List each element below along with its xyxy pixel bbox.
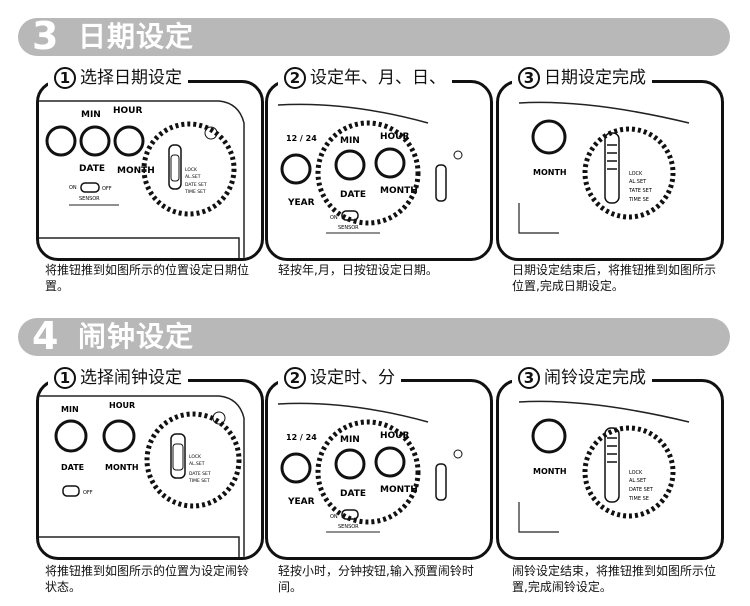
- date-set-label: DATE SET: [185, 182, 207, 188]
- date-label: DATE: [61, 463, 84, 472]
- date-set-label: DATE SET: [189, 471, 211, 477]
- step-heading: 2 设定年、月、日、: [278, 64, 452, 92]
- step-heading: 3 闹铃设定完成: [512, 364, 652, 392]
- step-heading: 1 选择日期设定: [48, 64, 188, 92]
- lock-label: LOCK: [629, 171, 643, 177]
- step-label: 日期设定完成: [544, 68, 646, 88]
- step-number: 3: [518, 67, 540, 89]
- min-label: MIN: [340, 136, 360, 146]
- illustration-panel: 12 / 24 MIN HOUR YEAR DATE MONTH ON SENS…: [265, 80, 493, 261]
- min-label: MIN: [61, 405, 79, 414]
- mode-label: 12 / 24: [286, 134, 317, 143]
- illustration-panel: MONTH LOCK AL.SET DATE SET TIME SE: [496, 379, 724, 560]
- step-number: 2: [284, 67, 306, 89]
- time-set-label: TIME SET: [184, 189, 206, 195]
- year-label: YEAR: [287, 497, 315, 507]
- illustration-panel: 12 / 24 MIN HOUR YEAR DATE MONTH ON SENS…: [265, 379, 493, 560]
- lock-label: LOCK: [629, 470, 643, 476]
- section-banner-date: 3 日期设定: [18, 14, 730, 58]
- illustration-panel: MIN HOUR DATE MONTH ON OFF SENSOR LOCK A…: [36, 80, 264, 261]
- month-label: MONTH: [380, 186, 418, 196]
- off-label: OFF: [83, 490, 93, 496]
- step-label: 选择日期设定: [80, 68, 182, 88]
- al-set-label: AL.SET: [189, 461, 205, 467]
- step-label: 闹铃设定完成: [544, 368, 646, 388]
- date-set-label: DATE SET: [629, 487, 654, 493]
- section-number: 4: [32, 314, 59, 358]
- step-caption: 闹铃设定结束，将推钮推到如图所示位置,完成闹铃设定。: [512, 564, 717, 594]
- step-caption: 轻按年,月，日按钮设定日期。: [278, 263, 438, 277]
- mode-label: 12 / 24: [286, 433, 317, 442]
- year-label: YEAR: [287, 198, 315, 208]
- hour-label: HOUR: [380, 132, 409, 142]
- month-label: MONTH: [105, 463, 139, 472]
- off-label: OFF: [102, 186, 112, 192]
- month-label: MONTH: [380, 485, 418, 495]
- step-caption: 将推钮推到如图所示的位置为设定闹铃状态。: [45, 564, 250, 594]
- hour-label: HOUR: [113, 106, 142, 116]
- sensor-label: SENSOR: [79, 196, 100, 202]
- step-label: 设定时、分: [310, 368, 395, 388]
- lock-label: LOCK: [189, 454, 202, 460]
- month-label: MONTH: [533, 467, 567, 476]
- step-heading: 1 选择闹钟设定: [48, 364, 188, 392]
- step-label: 设定年、月、日、: [310, 68, 446, 88]
- step-heading: 2 设定时、分: [278, 364, 401, 392]
- time-set-label: TIME SE: [628, 496, 649, 502]
- section-number: 3: [32, 14, 59, 58]
- month-label: MONTH: [117, 166, 155, 176]
- lock-label: LOCK: [185, 167, 198, 173]
- step-label: 选择闹钟设定: [80, 368, 182, 388]
- time-set-label: TIME SET: [188, 478, 210, 484]
- step-number: 2: [284, 367, 306, 389]
- illustration-panel: MIN HOUR DATE MONTH OFF LOCK AL.SET DATE…: [36, 379, 264, 560]
- illustration-panel: MONTH LOCK AL.SET TATE SET TIME SE: [496, 80, 724, 261]
- date-label: DATE: [79, 164, 105, 174]
- hour-label: HOUR: [109, 401, 135, 410]
- date-label: DATE: [340, 489, 366, 499]
- on-label: ON: [330, 215, 338, 221]
- tate-set-label: TATE SET: [628, 188, 653, 194]
- on-label: ON: [69, 185, 77, 191]
- hour-label: HOUR: [380, 431, 409, 441]
- min-label: MIN: [340, 435, 360, 445]
- al-set-label: AL.SET: [629, 478, 647, 484]
- al-set-label: AL.SET: [185, 174, 201, 180]
- step-caption: 轻按小时，分钟按钮,输入预置闹铃时间。: [278, 564, 474, 594]
- time-set-label: TIME SE: [628, 197, 649, 203]
- section-title: 闹钟设定: [78, 320, 195, 353]
- section-banner-alarm: 4 闹钟设定: [18, 314, 730, 358]
- date-label: DATE: [340, 190, 366, 200]
- step-number: 1: [54, 367, 76, 389]
- step-caption: 将推钮推到如图所示的位置设定日期位置。: [45, 263, 250, 293]
- section-title: 日期设定: [78, 20, 195, 53]
- month-label: MONTH: [533, 168, 567, 177]
- sensor-label: SENSOR: [338, 225, 359, 231]
- min-label: MIN: [81, 110, 101, 120]
- step-heading: 3 日期设定完成: [512, 64, 652, 92]
- on-label: ON: [330, 514, 338, 520]
- al-set-label: AL.SET: [629, 179, 647, 185]
- sensor-label: SENSOR: [338, 524, 359, 530]
- step-number: 3: [518, 367, 540, 389]
- step-number: 1: [54, 67, 76, 89]
- step-caption: 日期设定结束后，将推钮推到如图所示位置,完成日期设定。: [512, 263, 717, 293]
